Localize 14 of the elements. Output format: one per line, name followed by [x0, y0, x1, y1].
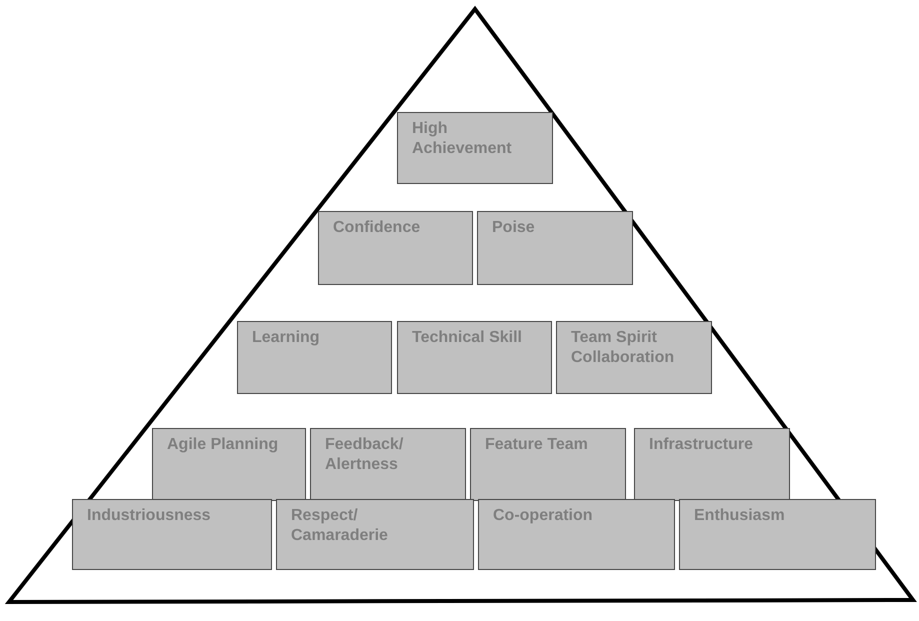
pyramid-block: Industriousness — [72, 499, 272, 570]
pyramid-block: Enthusiasm — [679, 499, 876, 570]
pyramid-block: Feedback/ Alertness — [310, 428, 466, 501]
pyramid-block: Team Spirit Collaboration — [556, 321, 712, 394]
pyramid-block: Poise — [477, 211, 633, 285]
pyramid-block: Confidence — [318, 211, 473, 285]
pyramid-block: Co-operation — [478, 499, 675, 570]
pyramid-block: Agile Planning — [152, 428, 306, 501]
pyramid-block: Respect/ Camaraderie — [276, 499, 474, 570]
pyramid-block: High Achievement — [397, 112, 553, 184]
pyramid-block: Learning — [237, 321, 392, 394]
pyramid-block: Feature Team — [470, 428, 626, 501]
pyramid-block: Infrastructure — [634, 428, 790, 501]
pyramid-block: Technical Skill — [397, 321, 552, 394]
